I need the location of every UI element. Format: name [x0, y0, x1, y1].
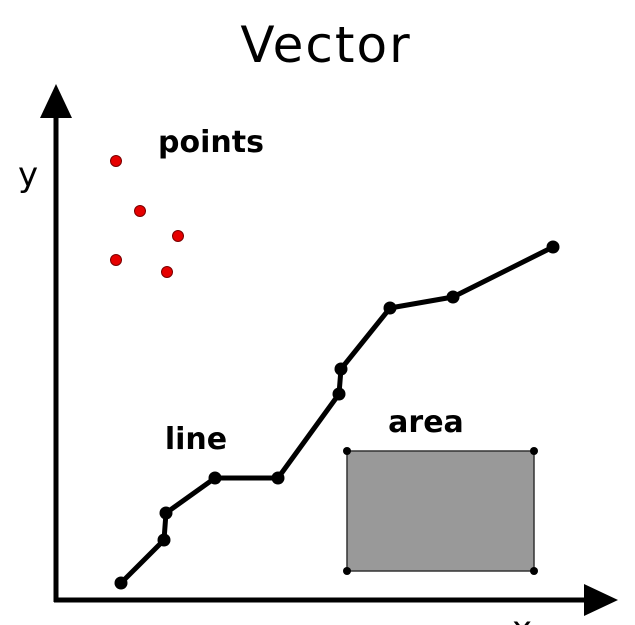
area-feature [343, 447, 538, 575]
line-label: line [165, 422, 227, 457]
area-polygon [346, 450, 535, 572]
x-axis-label: x [512, 609, 532, 625]
x-axis-arrow-icon [584, 584, 618, 616]
point-5 [161, 266, 173, 278]
line-vertex [208, 471, 222, 485]
point-1 [110, 155, 122, 167]
diagram-title: Vector [240, 16, 411, 74]
area-vertex [343, 567, 351, 575]
line-vertex [271, 471, 285, 485]
area-vertex [530, 447, 538, 455]
y-axis-arrow-icon [40, 84, 72, 118]
y-axis-label: y [18, 155, 38, 195]
point-4 [110, 254, 122, 266]
point-2 [134, 205, 146, 217]
area-label: area [388, 405, 464, 440]
line-vertex [157, 533, 171, 547]
line-vertex [383, 301, 397, 315]
line-vertex [114, 576, 128, 590]
line-vertex [546, 240, 560, 254]
line-vertex [334, 362, 348, 376]
point-3 [172, 230, 184, 242]
area-vertex [530, 567, 538, 575]
area-vertex [343, 447, 351, 455]
polyline [118, 244, 556, 586]
axes [40, 84, 618, 616]
line-vertex [159, 506, 173, 520]
point-features [110, 155, 184, 278]
points-label: points [158, 125, 264, 160]
line-vertex [332, 387, 346, 401]
line-vertex [446, 290, 460, 304]
line-feature [114, 240, 560, 590]
